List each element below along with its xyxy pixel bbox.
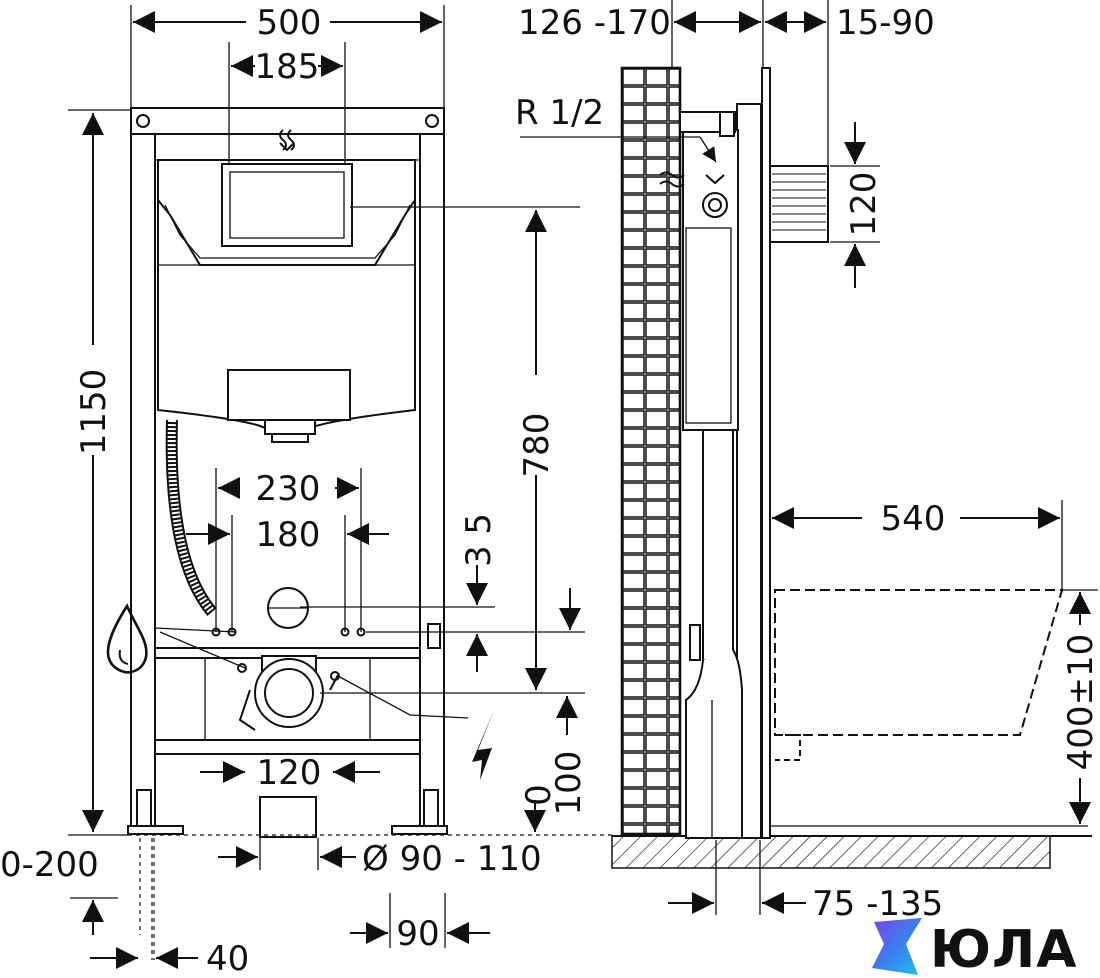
dim-bowl-length: 540	[881, 499, 946, 539]
dim-drain-width: 90	[396, 914, 439, 954]
dim-wall-offset: 15-90	[836, 3, 935, 43]
thread-label: R 1/2	[515, 93, 604, 133]
dim-width-total: 500	[257, 3, 322, 43]
side-view	[611, 66, 1092, 869]
frame-post-left	[130, 107, 156, 831]
brand-name: ЮЛА	[930, 920, 1077, 978]
flush-plate-connection	[769, 165, 829, 243]
dim-height-total: 1150	[74, 369, 114, 456]
dim-pipe-center: 120	[257, 753, 322, 793]
drain-pipe-side	[685, 649, 743, 839]
dim-drain-diameter: Ø 90 - 110	[362, 839, 542, 879]
frame-post-right	[419, 107, 445, 831]
dim-foot-height: 0-200	[0, 845, 99, 885]
cistern-side	[682, 129, 739, 431]
dim-bowl-height: 400±10	[1061, 634, 1100, 771]
brick-wall	[620, 66, 682, 836]
brand-logo-icon	[872, 918, 922, 975]
brand-logo: ЮЛА	[872, 918, 1077, 978]
toilet-bowl-outline	[774, 589, 1064, 736]
electric-icon	[472, 708, 495, 780]
dim-height-button: 780	[517, 413, 557, 478]
dim-spacing-outer: 230	[256, 469, 321, 509]
dim-floor-offset-a: 0	[519, 784, 559, 806]
dim-foot-width: 40	[206, 939, 249, 978]
floor-section	[611, 835, 1051, 869]
dim-install-depth: 126 -170	[518, 3, 671, 43]
dim-floor-offset-b: 100	[549, 751, 589, 816]
dim-width-inner: 185	[255, 47, 320, 87]
water-drop-icon	[106, 603, 148, 674]
dim-offset-35: 3 5	[459, 513, 499, 567]
dim-side-depth: 75 -135	[812, 884, 943, 924]
front-dimensions: 500 185 1150 780 230 180 3 5 0	[0, 3, 589, 978]
inspection-opening	[221, 163, 353, 247]
front-view	[106, 107, 495, 838]
frame-top-rail	[130, 107, 445, 135]
dim-flush-pipe: 120	[844, 172, 884, 237]
dim-spacing-inner: 180	[256, 515, 321, 555]
side-dimensions: 126 -170 15-90 R 1/2 120 540 400±10 75 -…	[515, 0, 1100, 924]
